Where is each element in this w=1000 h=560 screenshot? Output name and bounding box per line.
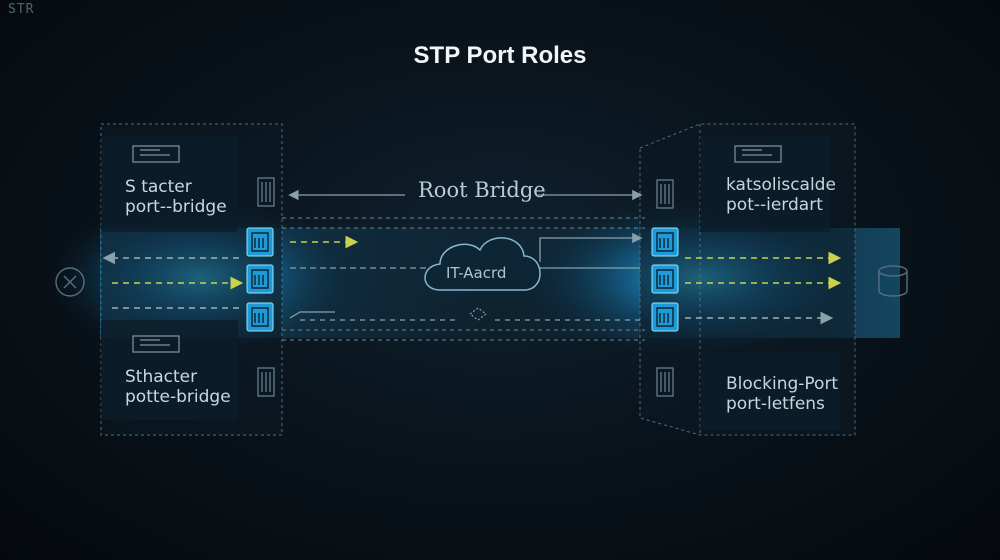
right-bottom-label-1: Blocking-Port [726,374,839,394]
database-icon [878,265,908,297]
console-icon [734,145,782,163]
right-top-label-1: katsoliscalde [726,175,836,195]
left-top-label-2: port--bridge [125,197,227,217]
right-top-label-2: pot--ierdart [726,195,823,215]
right-bottom-label-2: port-letfens [726,394,825,414]
page-title: STP Port Roles [413,42,587,69]
right-arrows [685,251,842,325]
left-bottom-label-2: potte-bridge [125,387,231,407]
right-port-group [651,227,679,332]
center-links [289,232,643,321]
console-icon [132,335,180,353]
root-bridge-label: Root Bridge [418,178,546,202]
cloud-label: IT-Aacrd [446,264,507,282]
x-circle-icon [55,267,85,297]
left-switch [100,123,283,436]
left-bottom-label-1: Sthacter [125,367,198,387]
left-top-label-1: S tacter [125,177,192,197]
cloud-icon [424,237,541,291]
corner-mark: STR [8,2,35,17]
blocked-link-icon [469,307,487,321]
left-port-group [246,227,274,332]
right-switch [639,123,856,436]
console-icon [132,145,180,163]
